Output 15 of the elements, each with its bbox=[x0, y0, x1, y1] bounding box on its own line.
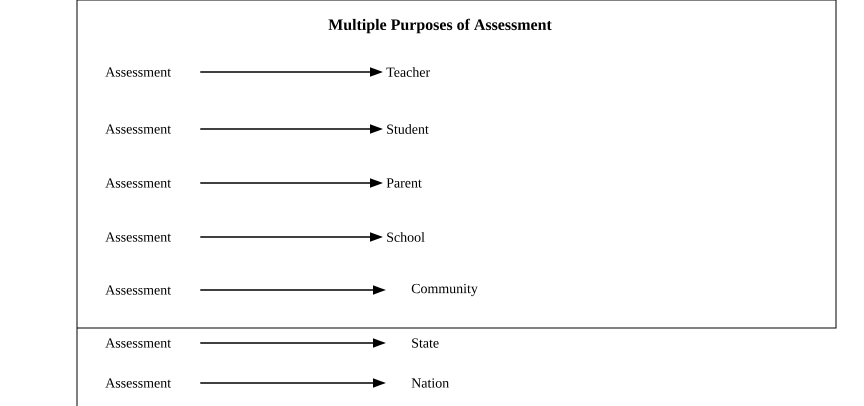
target-label: Community bbox=[412, 284, 478, 296]
source-label: Assessment bbox=[105, 124, 171, 134]
source-label: Assessment bbox=[105, 338, 171, 348]
target-label: Parent bbox=[386, 178, 422, 188]
target-label: Nation bbox=[412, 378, 449, 388]
source-label: Assessment bbox=[105, 67, 171, 77]
source-label: Assessment bbox=[105, 232, 171, 242]
target-label: School bbox=[387, 232, 425, 242]
title: Multiple Purposes of Assessment bbox=[328, 18, 552, 34]
source-label: Assessment bbox=[105, 378, 171, 388]
target-label: Teacher bbox=[386, 67, 430, 77]
source-label: Assessment bbox=[105, 178, 171, 188]
target-label: State bbox=[412, 338, 439, 348]
source-label: Assessment bbox=[105, 285, 171, 295]
target-label: Student bbox=[387, 124, 429, 134]
